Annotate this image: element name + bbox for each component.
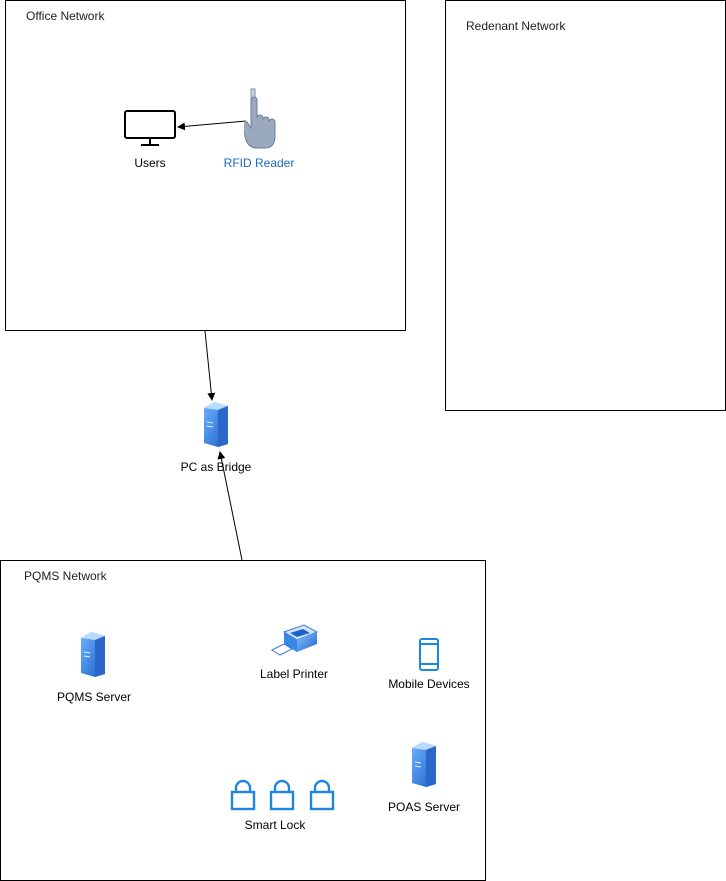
edge-office-to-bridge [204,330,216,401]
server-tower-icon[interactable] [80,630,106,678]
pqms-network-container[interactable]: PQMS Network [0,560,486,881]
monitor-icon[interactable] [124,109,177,149]
redenant-network-title: Redenant Network [466,19,566,33]
pqms-server-label: PQMS Server [56,690,132,704]
lock-icon[interactable] [230,779,256,811]
lock-icon[interactable] [309,779,335,811]
rfid-hand-icon[interactable] [241,88,276,152]
pqms-network-title: PQMS Network [24,569,107,583]
office-network-container[interactable]: Office Network [5,0,406,331]
label-printer-label: Label Printer [259,667,329,681]
users-label: Users [134,156,166,170]
server-tower-icon[interactable] [203,400,229,448]
label-printer-icon[interactable] [270,624,319,658]
poas-server-label: POAS Server [387,800,461,814]
bridge-label: PC as Bridge [180,460,252,474]
redenant-network-container[interactable]: Redenant Network [445,0,726,411]
lock-icon[interactable] [269,779,295,811]
smart-lock-label: Smart Lock [244,818,306,832]
office-network-title: Office Network [26,9,105,23]
rfid-reader-label: RFID Reader [223,156,295,170]
mobile-devices-label: Mobile Devices [388,677,470,691]
server-tower-icon[interactable] [411,740,437,788]
mobile-phone-icon[interactable] [418,638,440,672]
